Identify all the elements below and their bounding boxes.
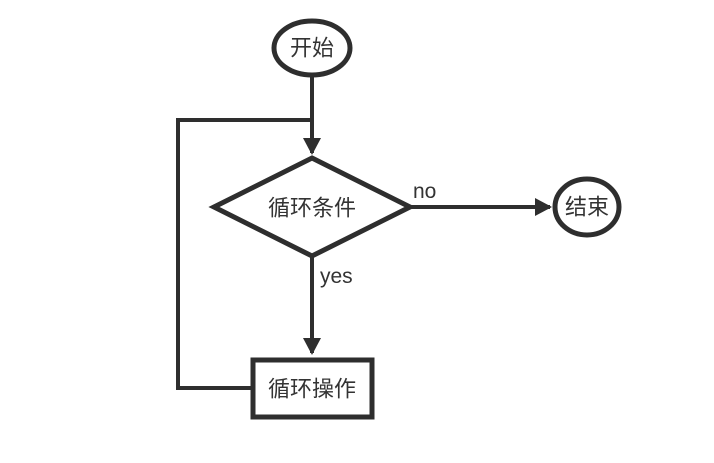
end-node-label: 结束 <box>565 195 609 220</box>
operation-node-rect <box>250 357 375 420</box>
no-branch-label: no <box>413 180 436 203</box>
yes-branch-label: yes <box>320 265 353 288</box>
start-node-ellipse <box>271 18 353 78</box>
edge-operation-loop-back <box>176 118 312 390</box>
start-node-label: 开始 <box>290 36 334 61</box>
condition-node-label: 循环条件 <box>268 196 356 221</box>
end-node-ellipse <box>552 176 622 238</box>
operation-node-label: 循环操作 <box>268 377 356 402</box>
condition-node-diamond <box>208 155 416 259</box>
